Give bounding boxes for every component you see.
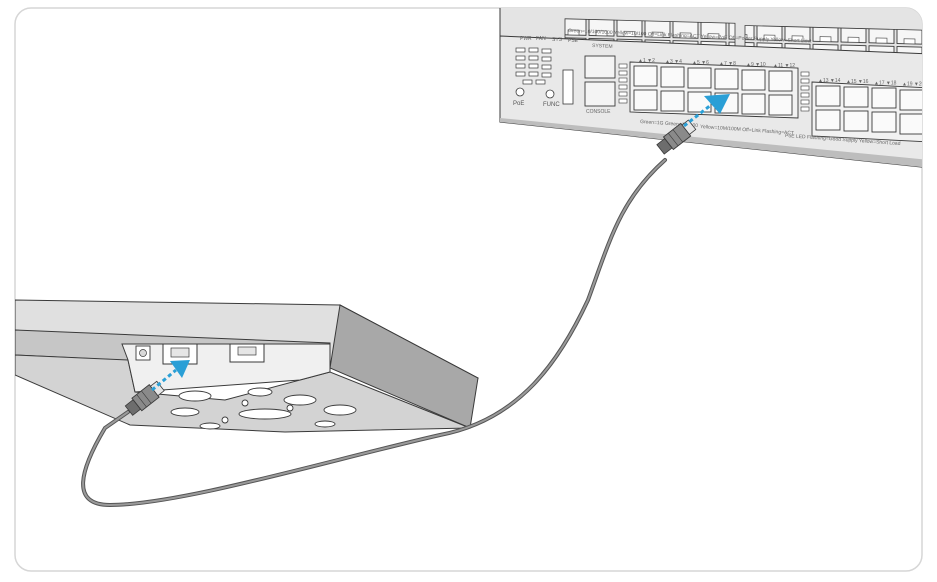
- slot: [562, 69, 574, 105]
- port-number-label: ▲19 ▼20: [902, 82, 925, 88]
- port-number-label: ▲17 ▼18: [874, 80, 897, 86]
- console-label: CONSOLE: [586, 109, 611, 115]
- pse-label: PSE: [568, 38, 579, 44]
- sys-label: SYS: [552, 37, 563, 43]
- port-number-row-top-right: ▲13 ▼14 ▲15 ▼16 ▲17 ▼18 ▲19 ▼20: [818, 78, 925, 88]
- arrow-icon: [151, 360, 190, 392]
- port-number-label: ▲3 ▼4: [665, 59, 682, 65]
- port-number-label: ▲1 ▼2: [638, 58, 655, 64]
- poe-button-label: PoE: [513, 101, 524, 107]
- func-button-label: FUNC: [543, 102, 560, 108]
- port-number-label: ▲9 ▼10: [746, 62, 766, 68]
- ap-mount-slots: [170, 387, 357, 430]
- port-number-label: ▲15 ▼16: [846, 79, 869, 85]
- port-number-label: ▲11 ▼12: [773, 63, 795, 69]
- poe-button[interactable]: [515, 87, 525, 97]
- arrow-icon: [683, 94, 730, 128]
- switch-control-panel: SYSTEM PWR FAN SYS PSE PoE FUNC: [513, 36, 616, 115]
- console-port-1[interactable]: [584, 55, 616, 79]
- switch-legend-link: Green=1G Green=1G/100: [640, 119, 699, 129]
- pwr-label: PWR: [520, 36, 532, 42]
- system-label: SYSTEM: [592, 43, 613, 50]
- console-port-2[interactable]: [584, 81, 616, 107]
- port-number-label: ▲7 ▼8: [719, 61, 736, 67]
- port-number-row-top: ▲1 ▼2 ▲3 ▼4 ▲5 ▼6 ▲7 ▼8 ▲9 ▼10 ▲11 ▼12: [638, 58, 795, 69]
- port-block-right: [811, 81, 922, 143]
- port-block-left: [629, 61, 799, 119]
- led-grid: [515, 47, 552, 85]
- led-column: [618, 63, 810, 112]
- fan-label: FAN: [536, 36, 546, 42]
- func-button[interactable]: [545, 89, 555, 99]
- port-number-label: ▲5 ▼6: [692, 60, 709, 66]
- rj45-plug-icon: [124, 380, 165, 416]
- port-number-label: ▲13 ▼14: [818, 78, 841, 84]
